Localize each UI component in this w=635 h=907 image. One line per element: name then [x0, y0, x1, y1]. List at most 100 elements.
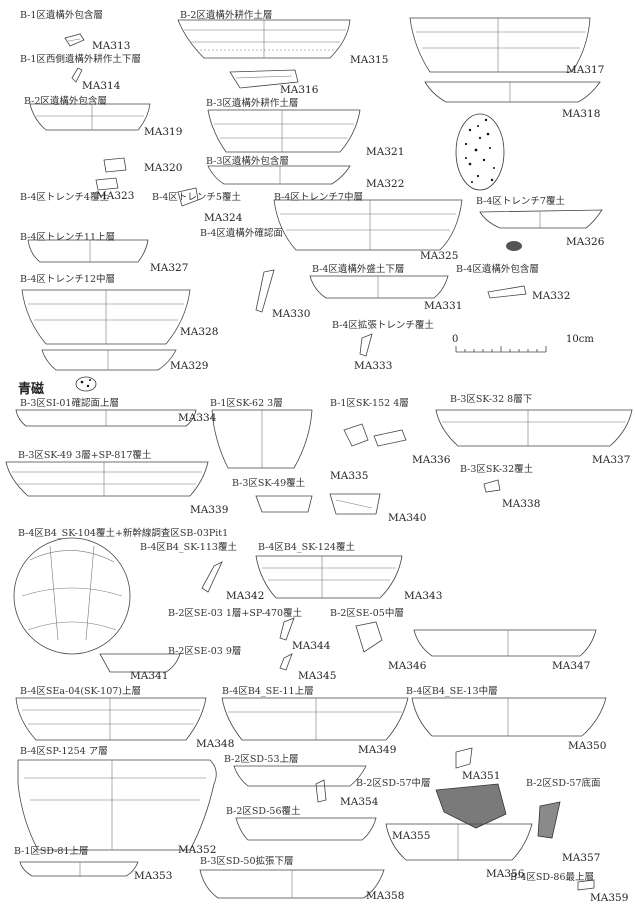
- label-b4-sk113: B-4区B4_SK-113覆土: [140, 542, 237, 553]
- sherd-ma357: [435, 783, 561, 839]
- code-ma355: MA355: [392, 830, 431, 842]
- label-b3-outside: B-3区遺構外包含層: [206, 156, 289, 167]
- sherd-ma334: [15, 409, 197, 427]
- label-b4-sk104: B-4区B4_SK-104覆土+新幹線調査区SB-03Pit1: [18, 528, 229, 539]
- sherd-ma324: [177, 187, 199, 207]
- label-b1-sk152: B-1区SK-152 4層: [330, 398, 409, 409]
- label-b1-outside: B-1区遺構外包含層: [20, 10, 103, 21]
- sherd-ma313: [64, 33, 85, 47]
- code-ma356: MA356: [486, 868, 525, 880]
- sherd-ma342: [201, 561, 223, 593]
- sherd-ma321: [207, 109, 361, 153]
- label-b3-sk32: B-3区SK-32覆土: [460, 464, 534, 475]
- code-ma313: MA313: [92, 40, 131, 52]
- section-title: 青磁: [18, 382, 45, 397]
- label-b3-plow: B-3区遺構外耕作土層: [206, 98, 299, 109]
- label-b4-sea04: B-4区SEa-04(SK-107)上層: [20, 686, 141, 697]
- code-ma324: MA324: [204, 212, 243, 224]
- celadon-speckled-sherd: [455, 113, 505, 191]
- code-ma348: MA348: [196, 738, 235, 750]
- code-ma320: MA320: [144, 162, 183, 174]
- code-ma326: MA326: [566, 236, 605, 248]
- code-ma329: MA329: [170, 360, 209, 372]
- label-b4-t5: B-4区トレンチ5覆土: [152, 192, 241, 203]
- label-b2-plow: B-2区遺構外耕作土層: [180, 10, 273, 21]
- sherd-ma331: [309, 275, 449, 299]
- sherd-ma345: [279, 653, 293, 671]
- code-ma350: MA350: [568, 740, 607, 752]
- code-ma325: MA325: [420, 250, 459, 262]
- label-b3-sk49: B-3区SK-49 3層+SP-817覆土: [18, 450, 152, 461]
- sherd-ma333: [359, 333, 373, 357]
- label-b4-confirm: B-4区遺構外確認面: [200, 228, 283, 239]
- scale-max: 10cm: [566, 334, 594, 345]
- label-b1-sk62: B-1区SK-62 3層: [210, 398, 283, 409]
- code-ma333: MA333: [354, 360, 393, 372]
- sherd-ma359: [577, 879, 595, 891]
- label-b2-se05: B-2区SE-05中層: [330, 608, 404, 619]
- code-ma353: MA353: [134, 870, 173, 882]
- sherd-ma317: [409, 17, 591, 73]
- code-ma336: MA336: [412, 454, 451, 466]
- code-ma349: MA349: [358, 744, 397, 756]
- sherd-ma336: [373, 429, 407, 447]
- label-b4-outside: B-4区遺構外包含層: [456, 264, 539, 275]
- code-ma315: MA315: [350, 54, 389, 66]
- label-b3-sk49-fill: B-3区SK-49覆土: [232, 478, 306, 489]
- code-ma334: MA334: [178, 412, 217, 424]
- sherd-ma347: [413, 629, 597, 657]
- label-b2-se03-1: B-2区SE-03 1層+SP-470覆土: [168, 608, 303, 619]
- code-ma344: MA344: [292, 640, 331, 652]
- code-ma335: MA335: [330, 470, 369, 482]
- sherd-ma358: [199, 869, 385, 899]
- sherd-ma354: [233, 765, 367, 803]
- sherd-ma332: [487, 285, 527, 299]
- sherd-ma326: [479, 209, 603, 251]
- sherd-ma323: [95, 177, 119, 191]
- code-ma354: MA354: [340, 796, 379, 808]
- label-b3-sd50: B-3区SD-50拡張下層: [200, 856, 294, 867]
- sherd-ma346: [355, 621, 383, 653]
- code-ma318: MA318: [562, 108, 601, 120]
- sherd-ma349: [221, 697, 409, 741]
- sherd-ma319: [29, 103, 151, 131]
- sherd-ma356: [385, 823, 533, 861]
- sherd-ma337: [435, 409, 633, 447]
- code-ma343: MA343: [404, 590, 443, 602]
- scale-zero: 0: [452, 334, 459, 345]
- code-ma340: MA340: [388, 512, 427, 524]
- sherd-ma352: [17, 759, 217, 851]
- label-b4-fill: B-4区遺構外盛土下層: [312, 264, 405, 275]
- label-b2-se03-9: B-2区SE-03 9層: [168, 646, 242, 657]
- sherd-ma327: [27, 239, 149, 263]
- code-ma339: MA339: [190, 504, 229, 516]
- sherd-ma340: [255, 493, 381, 515]
- code-ma330: MA330: [272, 308, 311, 320]
- code-ma314: MA314: [82, 80, 121, 92]
- sherd-ma350: [411, 697, 607, 737]
- label-b4-t11: B-4区トレンチ11上層: [20, 232, 116, 243]
- code-ma317: MA317: [566, 64, 605, 76]
- code-ma322: MA322: [366, 178, 405, 190]
- code-ma358: MA358: [366, 890, 405, 902]
- code-ma319: MA319: [144, 126, 183, 138]
- code-ma328: MA328: [180, 326, 219, 338]
- sherd-ma348: [15, 697, 207, 741]
- code-ma352: MA352: [178, 844, 217, 856]
- label-b2-sd57bottom: B-2区SD-57底面: [526, 778, 601, 789]
- code-ma338: MA338: [502, 498, 541, 510]
- label-b2-sd57mid: B-2区SD-57中層: [356, 778, 431, 789]
- code-ma357: MA357: [562, 852, 601, 864]
- sherd-ma316: [229, 69, 299, 89]
- code-ma332: MA332: [532, 290, 571, 302]
- sherd-ma329: [41, 349, 177, 371]
- sherd-ma355: [235, 817, 377, 841]
- code-ma327: MA327: [150, 262, 189, 274]
- label-b2-outside: B-2区遺構外包含層: [24, 96, 107, 107]
- label-b4-se13: B-4区B4_SE-13中層: [406, 686, 498, 697]
- label-b3-si01: B-3区SI-01確認面上層: [20, 398, 119, 409]
- sherd-ma335: [211, 409, 369, 469]
- code-ma347: MA347: [552, 660, 591, 672]
- sherd-ma318: [424, 81, 601, 103]
